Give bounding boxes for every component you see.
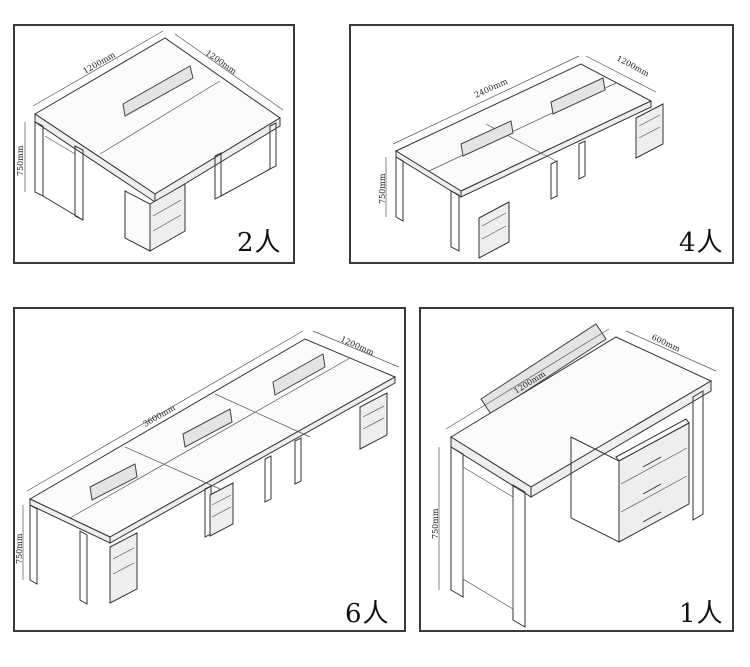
desk-panel-4-person: 2400mm 1200mm 750mm 4人 xyxy=(349,24,734,264)
person-count-label: 1人 xyxy=(679,599,724,629)
height-dimension-label: 750mm xyxy=(16,145,25,176)
desk-4-person-drawing: 2400mm 1200mm 750mm xyxy=(378,54,664,259)
person-count-label: 2人 xyxy=(237,228,282,258)
height-dimension-label: 750mm xyxy=(378,173,387,204)
width-dimension-label: 2400mm xyxy=(473,76,509,99)
desk-panel-6-person: 3600mm 1200mm 750mm 6人 xyxy=(13,307,406,632)
depth-dimension-label: 600mm xyxy=(650,333,682,354)
person-count-label: 6人 xyxy=(345,599,390,629)
desk-6-person-drawing: 3600mm 1200mm 750mm xyxy=(15,330,400,605)
desk-panel-1-person: 1200mm 600mm 750mm 1人 xyxy=(419,307,734,632)
height-dimension-label: 750mm xyxy=(15,533,24,564)
desk-1-person-drawing: 1200mm 600mm 750mm xyxy=(431,323,717,628)
person-count-label: 4人 xyxy=(679,228,724,258)
desk-panel-2-person: 1200mm 1200mm 750mm 2人 xyxy=(13,24,295,264)
depth-dimension-label: 1200mm xyxy=(615,54,651,79)
height-dimension-label: 750mm xyxy=(431,508,440,539)
depth-dimension-label: 1200mm xyxy=(339,335,375,358)
desk-2-person-drawing: 1200mm 1200mm 750mm xyxy=(16,30,284,252)
